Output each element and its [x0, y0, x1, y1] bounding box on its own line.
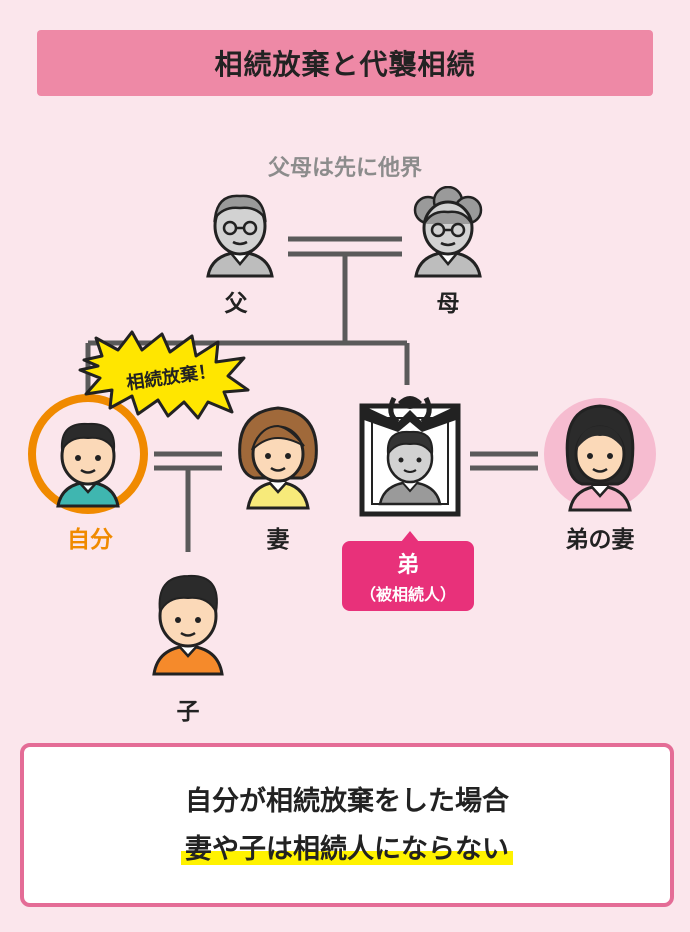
- father-avatar: [206, 194, 274, 278]
- badge-title: 弟: [396, 553, 419, 578]
- self-label: 自分: [67, 527, 113, 553]
- self-avatar: [28, 394, 148, 514]
- renounce-burst-icon: [78, 330, 250, 420]
- child-avatar: [152, 574, 224, 676]
- result-line-1: 自分が相続放棄をした場合: [185, 786, 509, 817]
- mother-label: 母: [436, 291, 460, 317]
- page-title: 相続放棄と代襲相続: [37, 30, 653, 96]
- badge-subtitle: （被相続人）: [359, 585, 456, 604]
- result-line-2-highlight: 妻や子は相続人にならない: [181, 834, 513, 865]
- mother-avatar: [413, 186, 483, 278]
- child-label: 子: [176, 699, 200, 725]
- wife-avatar: [238, 406, 318, 510]
- badge-pointer: [401, 531, 419, 542]
- wife-label: 妻: [266, 527, 290, 553]
- brother-wife-avatar: [544, 398, 656, 512]
- result-summary-box: 自分が相続放棄をした場合 妻や子は相続人にならない: [20, 743, 674, 907]
- father-label: 父: [224, 291, 248, 317]
- deceased-note: 父母は先に他界: [267, 156, 422, 181]
- deceased-badge: 弟 （被相続人）: [342, 531, 474, 611]
- brother-wife-label: 弟の妻: [565, 527, 635, 553]
- brother-memorial-portrait: [359, 396, 461, 517]
